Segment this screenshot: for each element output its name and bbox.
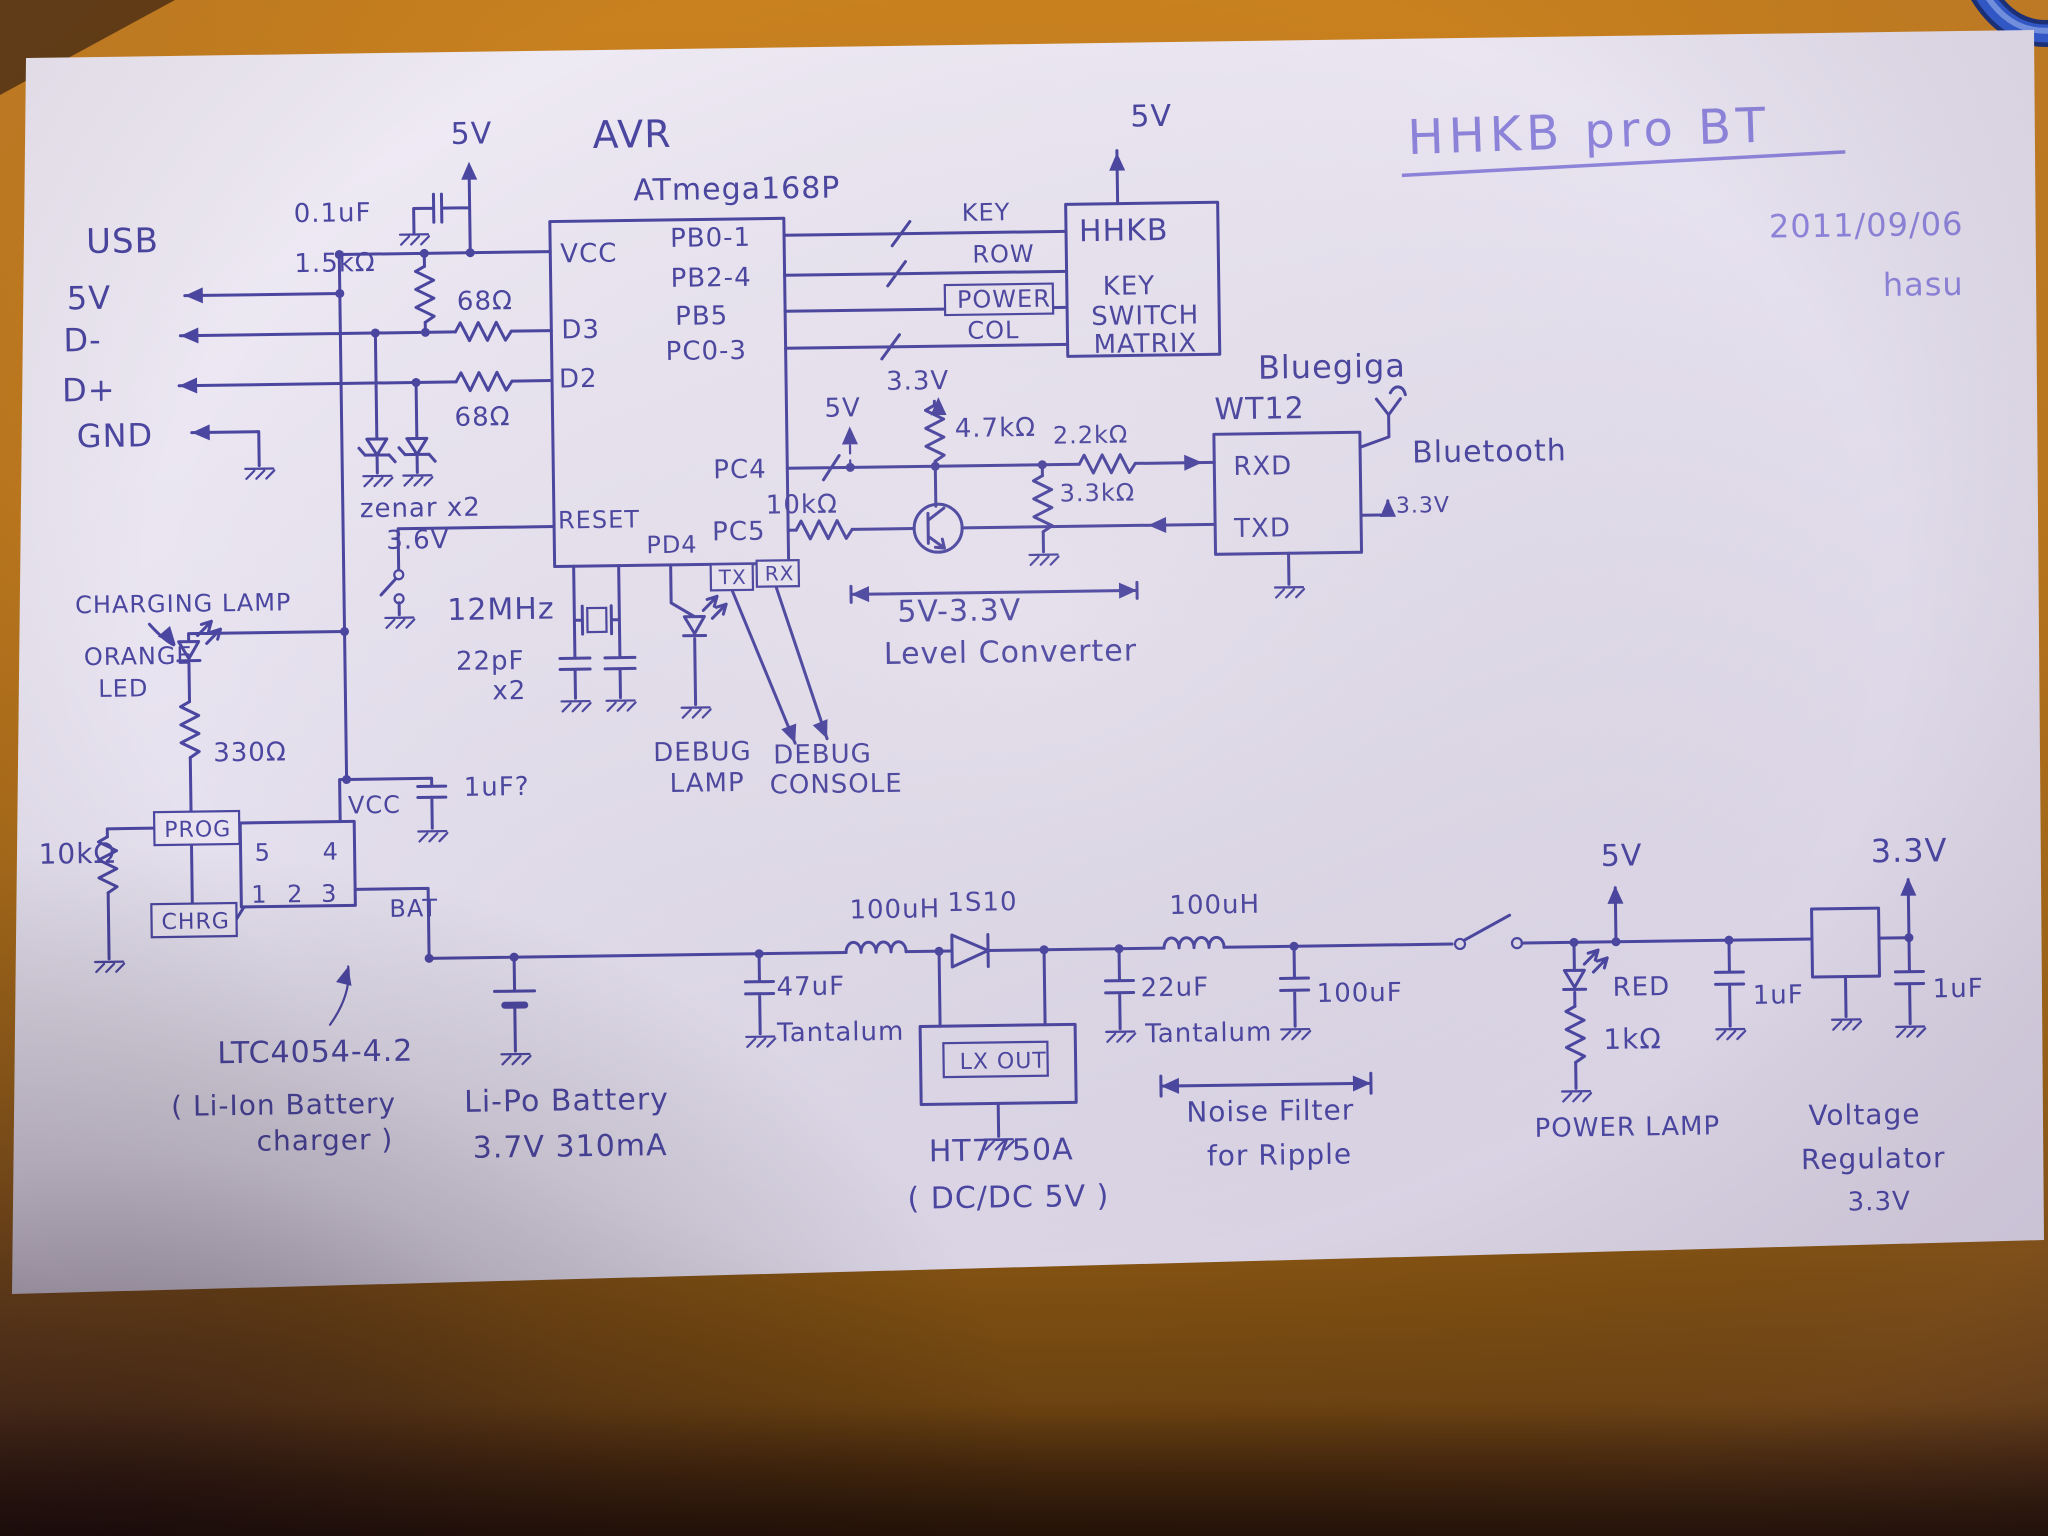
bottom-shadow <box>0 1400 2048 1536</box>
